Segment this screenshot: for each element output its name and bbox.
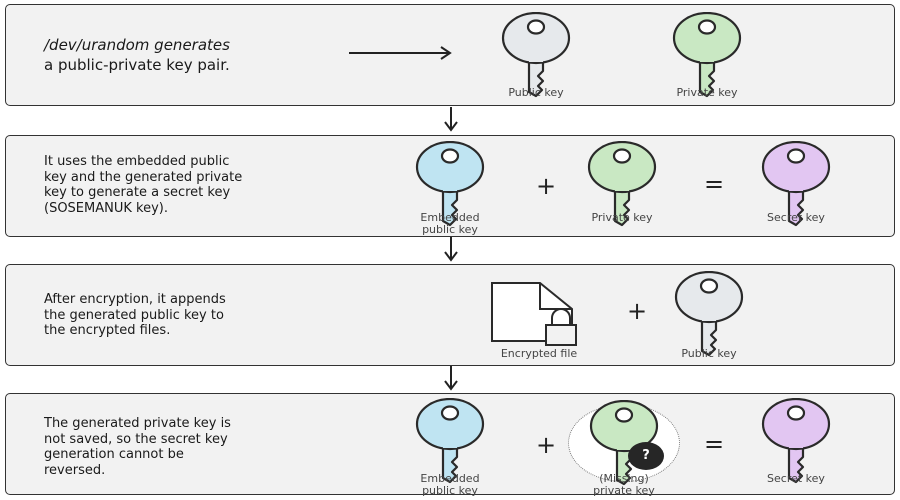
description-line: It uses the embedded public [44,154,230,169]
secret-key-label: Secret key [767,211,825,224]
description-line: /dev/urandom generates [44,36,230,54]
description-line: reversed. [44,462,106,478]
private-key-label: Private key [591,211,653,224]
description-line: the generated public key to [44,307,224,323]
plus-operator: + [535,172,557,200]
description-line: (SOSEMANUK key). [44,200,168,216]
public-key-icon [673,271,745,357]
encrypted-file-label: Encrypted file [500,347,578,360]
right-arrow-icon [349,45,455,61]
embedded-public-key-icon [414,141,486,227]
secret-key-icon [760,141,832,227]
embedded-public-key-icon [414,398,486,484]
down-arrow-icon [443,366,459,392]
private-key-icon [671,12,743,98]
step-1-panel [5,4,895,106]
description-line: key to generate a secret key [44,185,231,200]
description-line: generation cannot be [44,447,184,462]
missing-private-key-icon [588,400,660,486]
step-3-description: After encryption, it appends the generat… [44,292,226,339]
locked-file-icon [488,281,582,347]
description-line: After encryption, it appends [44,292,226,307]
private-key-icon [586,141,658,227]
step-4-description: The generated private key is not saved, … [44,416,231,478]
description-line: not saved, so the secret key [44,431,228,447]
down-arrow-icon [443,107,459,133]
plus-operator: + [535,431,557,459]
equals-operator: = [703,430,725,458]
embedded-public-key-label: Embedded public key [420,211,480,236]
embedded-public-key-label: Embedded public key [420,472,480,497]
step-3-panel [5,264,895,366]
question-mark-icon: ? [628,442,664,470]
private-key-label: Private key [676,86,738,99]
plus-operator: + [626,297,648,325]
public-key-label: Public key [508,86,564,99]
equals-operator: = [703,170,725,198]
down-arrow-icon [443,237,459,263]
step-2-description: It uses the embedded public key and the … [44,154,242,216]
secret-key-label: Secret key [767,472,825,485]
description-line: The generated private key is [44,416,231,431]
public-key-label: Public key [681,347,737,360]
description-line: key and the generated private [44,169,243,185]
public-key-icon [500,12,572,98]
secret-key-icon [760,398,832,484]
description-line: the encrypted files. [44,323,171,338]
description-line: a public-private key pair. [44,56,230,74]
missing-private-key-label: (Missing) private key [593,472,655,497]
step-1-description: /dev/urandom generates a public-private … [44,35,230,75]
